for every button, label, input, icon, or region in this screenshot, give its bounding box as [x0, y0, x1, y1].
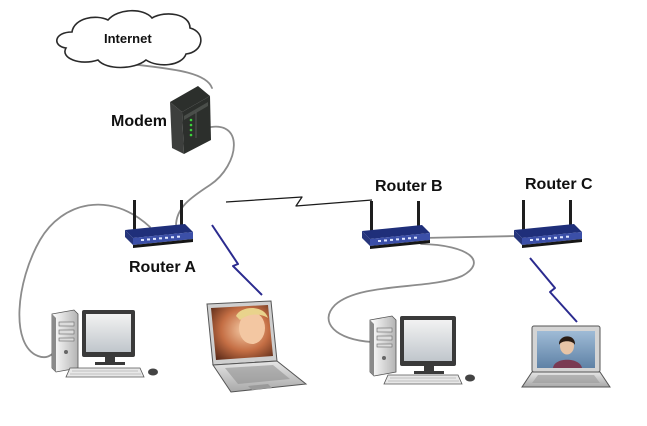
router-b-label: Router B [375, 178, 443, 195]
wireless-link-router-a-laptop [211, 224, 263, 296]
cloud-icon [56, 9, 202, 69]
modem-label: Modem [111, 113, 167, 130]
router-b-icon [362, 201, 430, 249]
cable-router-a-desktop [18, 203, 151, 359]
cable-router-b-router-c [421, 235, 519, 239]
router-a-label: Router A [129, 259, 196, 276]
wireless-link-router-a-router-b [225, 196, 373, 207]
laptop-icon-left [206, 300, 308, 393]
wireless-link-router-c-laptop [529, 257, 578, 323]
cable-modem-icon [170, 86, 211, 154]
desktop-computer-icon-right [369, 315, 475, 385]
internet-label: Internet [104, 31, 152, 46]
desktop-computer-icon-left [51, 309, 158, 378]
cable-router-b-desktop [327, 243, 475, 343]
router-c-icon [514, 200, 582, 248]
laptop-icon-right [521, 325, 611, 388]
router-c-label: Router C [525, 176, 593, 193]
router-a-icon [125, 200, 193, 248]
